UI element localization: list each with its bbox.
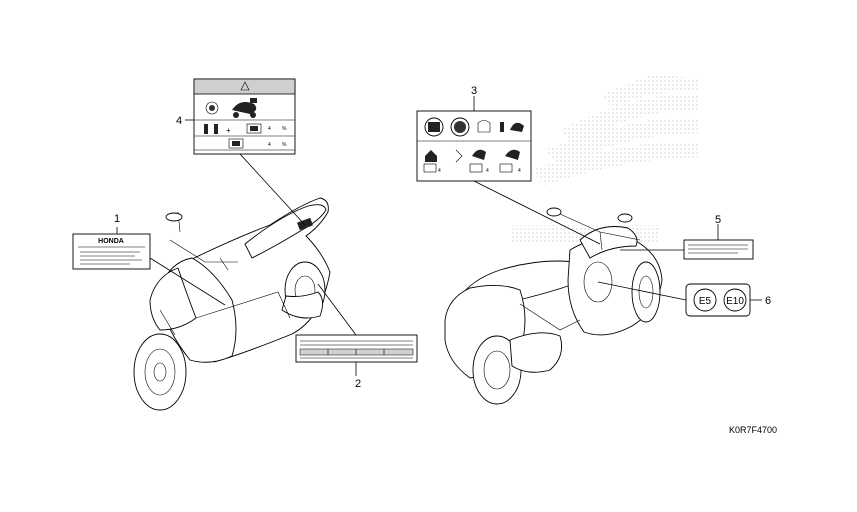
svg-text:+: + [226,126,231,135]
scooter-front-view [133,197,331,411]
svg-text:4: 4 [268,142,271,148]
safety-label-4: + 4 % 4 % [193,78,296,155]
svg-text:4: 4 [518,168,521,174]
callout-numbers: 1 2 3 4 5 6 [114,85,771,390]
callout-3: 3 [471,85,477,97]
strip-label-5 [683,239,754,260]
strip-label-2 [295,334,418,363]
svg-text:4: 4 [438,168,441,174]
svg-text:%: % [282,126,287,132]
callout-2: 2 [355,378,361,390]
svg-text:%: % [282,142,287,148]
svg-text:4: 4 [268,126,271,132]
fuel-mark-e5: E5 [699,296,712,307]
callout-4: 4 [176,115,182,127]
leader-lines [116,96,762,376]
callout-6: 6 [765,295,771,307]
svg-text:4: 4 [486,168,489,174]
honda-wing-watermark [510,75,700,243]
part-code: K0R7F4700 [729,425,777,435]
callout-5: 5 [715,214,721,226]
fuel-mark-e10: E10 [726,296,744,307]
caution-label-1: HONDA [72,233,151,270]
callout-1: 1 [114,213,120,225]
fuel-label-6: E5 E10 [685,283,751,317]
honda-label-text: HONDA [98,238,124,245]
safety-label-3: 4 4 4 [416,110,532,182]
